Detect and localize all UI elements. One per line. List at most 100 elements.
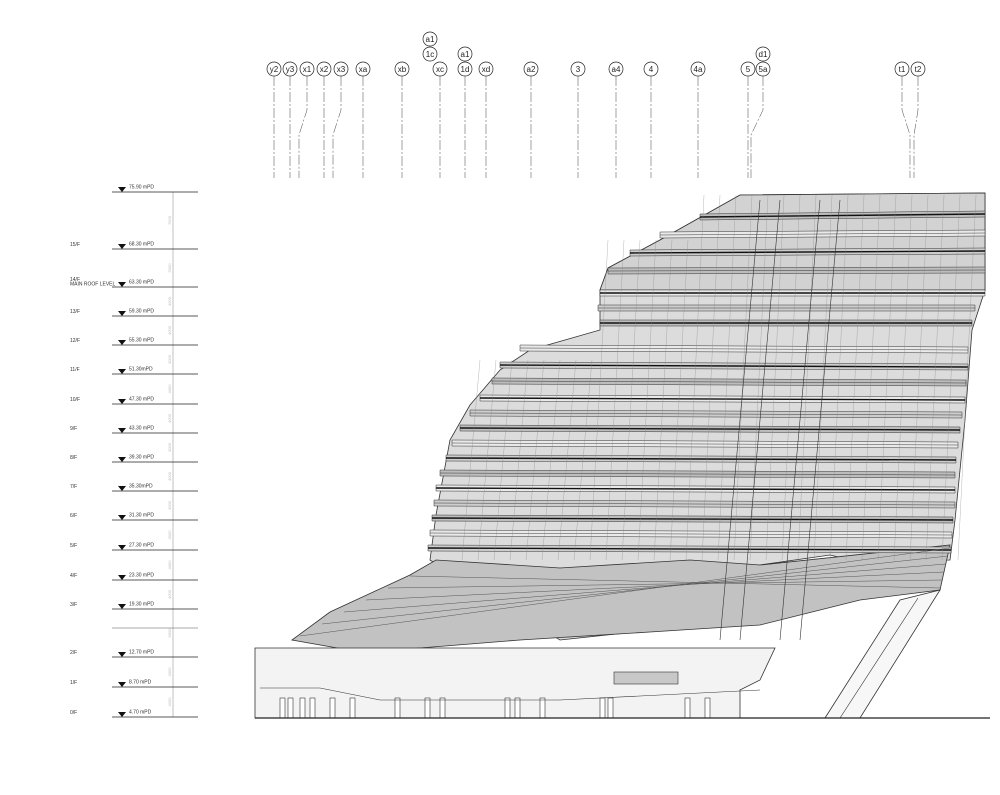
grid-label: xc <box>436 65 444 74</box>
podium-column <box>309 697 316 719</box>
mullion-line <box>685 194 705 561</box>
elevation-label: 27.30 mPD <box>129 543 154 549</box>
grid-line: 4a <box>690 61 706 178</box>
podium-band-line <box>321 555 949 625</box>
mullion-line <box>541 359 561 561</box>
floor-slab-line <box>607 269 986 272</box>
floor-label: 9/F <box>70 426 77 432</box>
level-marker: 27.30 mPD 5/F <box>70 543 198 551</box>
floor-slab-line <box>459 427 961 431</box>
podium-column <box>394 697 401 719</box>
floor-slab-line <box>491 380 967 384</box>
level-triangle-icon <box>118 311 126 316</box>
dimension-label: 4000 <box>167 384 172 394</box>
elevation-label: 23.30 mPD <box>129 573 154 579</box>
grid-bubble-extra <box>457 46 473 62</box>
mullion-line <box>589 239 609 561</box>
dimension-label: 6600 <box>167 628 172 638</box>
grid-label: y2 <box>270 65 279 74</box>
floor-label: 14/F <box>70 277 80 283</box>
grid-line: t1 <box>894 61 911 178</box>
level-triangle-icon <box>118 187 126 192</box>
floor-label: 8/F <box>70 455 77 461</box>
elevation-label: 19.30 mPD <box>129 602 154 608</box>
level-triangle-icon <box>118 282 126 287</box>
floor-slab-line <box>451 442 959 446</box>
level-triangle-icon <box>118 369 126 374</box>
grid-line: a2 <box>523 61 539 178</box>
floor-label: 5/F <box>70 543 77 549</box>
grid-line: xa <box>355 61 371 178</box>
dimension-label: 4000 <box>167 560 172 570</box>
mullion-line <box>493 359 513 561</box>
floor-label: 1/F <box>70 680 77 686</box>
floor-slab-line <box>699 213 986 218</box>
grid-label: y3 <box>286 65 295 74</box>
grid-line: y3 <box>282 61 298 178</box>
grid-line: y2 <box>266 61 282 178</box>
dimension-label: 4000 <box>167 296 172 306</box>
grid-label: 5a <box>759 65 768 74</box>
podium-column <box>287 697 294 719</box>
floor-slab-line <box>499 364 969 368</box>
mullion-line <box>605 239 625 561</box>
elevation-label: 43.30 mPD <box>129 426 154 432</box>
floor-slab-line <box>431 517 954 521</box>
level-triangle-icon <box>118 712 126 717</box>
grid-label-extra: a1 <box>426 35 435 44</box>
grid-label-extra: a1 <box>461 50 470 59</box>
elevation-label: 59.30 mPD <box>129 309 154 315</box>
dimension-label: 4000 <box>167 325 172 335</box>
mullion-line <box>765 194 785 561</box>
level-triangle-icon <box>118 682 126 687</box>
dimension-label: 4000 <box>167 354 172 364</box>
elevation-label: 51.30mPD <box>129 367 153 373</box>
building-elevation <box>254 192 990 719</box>
floor-slab-line <box>429 532 953 536</box>
structural-diagonal <box>799 199 841 641</box>
grid-bubble-extra <box>422 46 438 62</box>
grid-leader <box>901 76 911 178</box>
mullion-line <box>669 239 689 561</box>
elevation-label: 75.90 mPD <box>129 185 154 191</box>
floor-slab-line <box>479 397 966 401</box>
grid-label: 3 <box>576 65 581 74</box>
mullion-line <box>893 194 913 561</box>
grid-line: 4 <box>643 61 659 178</box>
floor-label: 2/F <box>70 650 77 656</box>
mullion-line <box>701 194 721 561</box>
grid-label: 4 <box>649 65 654 74</box>
mullion-line <box>477 359 497 561</box>
grid-label: xa <box>359 65 368 74</box>
mullion-line <box>525 359 545 561</box>
floor-slab-line <box>469 412 963 416</box>
grid-label: t2 <box>915 65 922 74</box>
grid-leader <box>750 76 764 178</box>
dimension-label: 7600 <box>167 215 172 225</box>
level-triangle-icon <box>118 244 126 249</box>
elevation-label: 68.30 mPD <box>129 242 154 248</box>
level-triangle-icon <box>118 604 126 609</box>
elevation-label: 31.30 mPD <box>129 513 154 519</box>
podium-column <box>514 697 521 719</box>
dimension-label: 4000 <box>167 442 172 452</box>
mullion-line <box>957 194 977 561</box>
elevation-label: 47.30 mPD <box>129 397 154 403</box>
podium-band-line <box>387 579 943 589</box>
grid-leader <box>332 76 342 178</box>
level-triangle-icon <box>118 457 126 462</box>
support-leg <box>824 589 941 719</box>
grid-line: x1 <box>298 61 315 178</box>
